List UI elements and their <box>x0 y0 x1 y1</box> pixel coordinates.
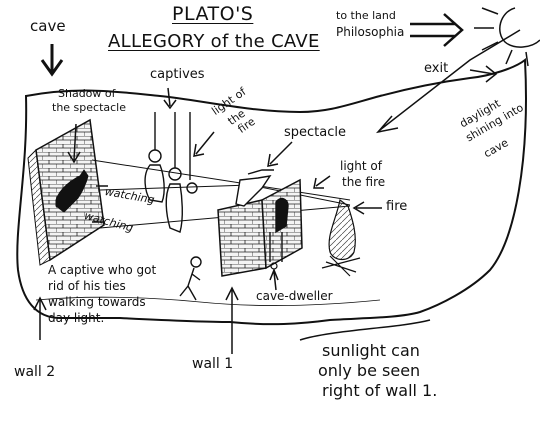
cave-floor-line <box>35 296 381 307</box>
label-fire: fire <box>386 199 408 214</box>
captives-arrow-icon <box>163 87 177 110</box>
freed-captive-figure <box>179 256 202 301</box>
captives-group <box>144 112 198 233</box>
label-captives: captives <box>150 67 205 82</box>
daylight-arrow-icon <box>375 29 521 134</box>
sun-icon <box>474 7 540 67</box>
spectacle-figures <box>235 169 289 262</box>
label-light-right-1: light of <box>340 159 382 173</box>
label-shadow-2: the spectacle <box>52 101 127 114</box>
label-freed-3: walking towards <box>48 295 146 309</box>
light-top-arrow-icon <box>193 131 215 157</box>
label-sunlight-1: sunlight can <box>322 341 420 360</box>
wall-1-arrow-icon <box>225 286 239 354</box>
fire-arrow-icon <box>352 201 382 215</box>
label-cave-dweller: cave-dweller <box>256 289 333 303</box>
label-wall-1: wall 1 <box>192 356 234 372</box>
exit-arrow-icon <box>469 65 498 83</box>
label-freed-1: A captive who got <box>48 263 157 277</box>
cave-arrow-icon <box>40 44 64 77</box>
shadow-figure <box>55 169 89 213</box>
cave-dweller-arrow-icon <box>269 267 279 291</box>
label-philosophia: Philosophia <box>336 25 405 39</box>
sunlight-bracket <box>299 319 431 341</box>
label-shadow-1: Shadow of <box>58 87 116 100</box>
wall-1-brick <box>217 178 303 277</box>
wall-2-arrow-icon <box>33 296 47 340</box>
label-spectacle: spectacle <box>284 125 346 140</box>
fire-icon <box>321 198 361 277</box>
spectacle-arrow-icon <box>267 141 293 167</box>
label-wall-2: wall 2 <box>14 364 56 380</box>
label-sunlight-3: right of wall 1. <box>322 381 438 400</box>
label-sunlight-2: only be seen <box>318 361 421 380</box>
label-freed-2: rid of his ties <box>48 279 126 293</box>
label-exit: exit <box>424 61 449 76</box>
shadow-arrow-icon <box>67 123 81 164</box>
cave-outline <box>16 57 527 326</box>
label-light-right-2: the fire <box>342 175 386 189</box>
arrows <box>33 7 540 354</box>
philosophia-arrow-icon <box>410 13 464 47</box>
title-line-2: ALLEGORY of the CAVE <box>108 31 320 52</box>
title-line-1: PLATO'S <box>172 3 254 25</box>
label-to-land: to the land <box>336 9 396 22</box>
label-freed-4: day light. <box>48 311 105 325</box>
label-cave: cave <box>30 17 66 35</box>
light-right-arrow-icon <box>313 175 331 189</box>
